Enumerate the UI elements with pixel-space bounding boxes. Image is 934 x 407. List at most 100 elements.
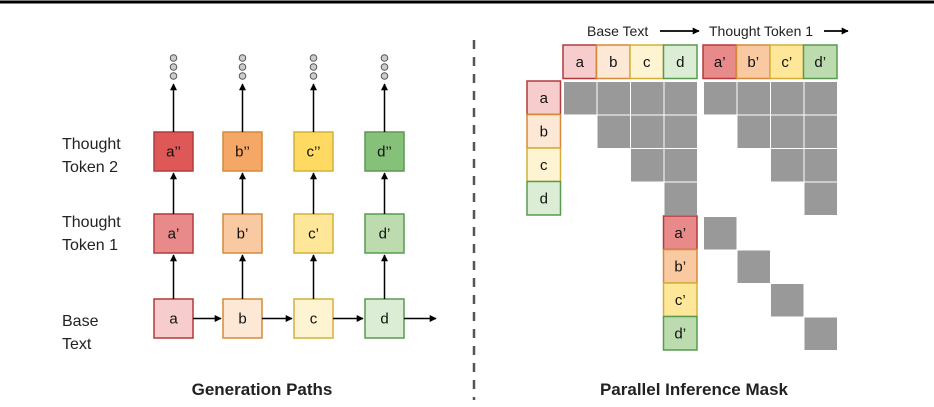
base-token-b: b (222, 298, 263, 339)
continuation-dot-a-1 (169, 63, 178, 71)
row-label-base-text: Base Text (62, 313, 103, 353)
thought1-token-b: b’ (222, 213, 263, 254)
continuation-dot-d-2 (380, 72, 389, 80)
base-token-d: d (364, 298, 405, 339)
mask-row-base-c: c (526, 147, 562, 183)
base-token-a: a (153, 298, 194, 339)
continuation-dot-a-2 (169, 72, 178, 80)
mask-col-base-d-box (662, 44, 698, 80)
mask-cell-thought-c-d (804, 149, 837, 182)
continuation-dot-c-0 (309, 54, 318, 62)
caption-generation-paths: Generation Paths (192, 380, 333, 399)
header-base-text: Base Text (587, 23, 648, 39)
parallel-inference-mask-panel: Base Text Thought Token 1 a a’ a a’ b b’ b b’ c c… (526, 23, 849, 399)
header-thought-token-1: Thought Token 1 (709, 23, 813, 39)
base-token-a-label: a (169, 311, 178, 328)
mask-col-base-c: c (629, 44, 665, 80)
mask-row-base-c-box (526, 147, 562, 183)
thought1-token-c: c’ (293, 213, 334, 254)
mask-row-base-b: b (526, 113, 562, 149)
continuation-dot-b-1 (238, 63, 247, 71)
thought2-token-a: a’’ (153, 131, 194, 172)
continuation-dot-c-2 (309, 72, 318, 80)
mask-col-base-a-box (562, 44, 598, 80)
thought2-token-a-label: a’’ (166, 144, 181, 161)
mask-col-thought-d-label: d’ (814, 54, 826, 71)
base-token-c: c (293, 298, 334, 339)
mask-col-thought-c: c’ (769, 44, 805, 80)
mask-col-thought-a-label: a’ (714, 54, 726, 71)
mask-cell-base-a-c (631, 82, 664, 115)
continuation-dot-d-1 (380, 63, 389, 71)
mask-cell-diag-a (704, 217, 737, 250)
token-columns: a a’ a’’ b b’ b’’ c c’ c’’ d d’ d’’ (153, 54, 437, 339)
row-label-thought-token-1: Thought Token 1 (62, 214, 125, 254)
mask-col-base-d: d (662, 44, 698, 80)
mask-col-thought-b-label: b’ (747, 54, 759, 71)
mask-row-base-a-label: a (540, 90, 549, 107)
row-label-thought-token-2: Thought Token 2 (62, 136, 125, 176)
base-token-d-label: d (380, 311, 388, 328)
mask-cell-base-d-d (664, 182, 697, 215)
mask-col-thought-c-label: c’ (781, 54, 792, 71)
mask-col-thought-c-box (769, 44, 805, 80)
mask-matrix: a a’ a a’ b b’ b b’ c c’ c c’ d d’ d d’ (526, 44, 838, 351)
mask-cell-diag-b (737, 250, 770, 283)
thought2-token-b: b’’ (222, 131, 263, 172)
mask-cell-thought-a-c (771, 82, 804, 115)
thought2-token-c-box (293, 131, 334, 172)
mask-col-base-a-label: a (576, 54, 585, 71)
thought1-token-b-box (222, 213, 263, 254)
mask-cell-thought-b-b (737, 115, 770, 148)
base-token-b-label: b (238, 311, 246, 328)
thought2-token-c: c’’ (293, 131, 334, 172)
mask-cell-base-c-d (664, 149, 697, 182)
mask-cell-diag-d (804, 317, 837, 350)
mask-cell-base-c-c (631, 149, 664, 182)
mask-row-base-c-label: c (540, 157, 548, 174)
mask-row-thought-b-box (662, 248, 698, 284)
mask-row-base-b-label: b (540, 123, 548, 140)
mask-row-thought-d-label: d’ (674, 325, 686, 342)
thought1-token-d: d’ (364, 213, 405, 254)
mask-row-thought-a-box (662, 215, 698, 251)
thought1-token-d-label: d’ (379, 226, 391, 243)
mask-row-thought-c-label: c’ (675, 292, 686, 309)
mask-cell-base-b-d (664, 115, 697, 148)
mask-cell-thought-a-a (704, 82, 737, 115)
mask-cell-thought-b-d (804, 115, 837, 148)
mask-row-thought-a-label: a’ (674, 225, 686, 242)
mask-col-base-b-label: b (609, 54, 617, 71)
mask-cell-base-a-d (664, 82, 697, 115)
thought1-token-b-label: b’ (237, 226, 249, 243)
mask-col-thought-b: b’ (735, 44, 771, 80)
mask-row-thought-b: b’ (662, 248, 698, 284)
mask-cell-thought-a-d (804, 82, 837, 115)
mask-cell-base-b-b (597, 115, 630, 148)
mask-col-base-d-label: d (676, 54, 684, 71)
mask-row-base-d: d (526, 180, 562, 216)
mask-col-thought-d: d’ (802, 44, 838, 80)
thought2-token-d: d’’ (364, 131, 405, 172)
mask-col-base-b: b (595, 44, 631, 80)
continuation-dot-d-0 (380, 54, 389, 62)
mask-col-thought-a: a’ (702, 44, 738, 80)
mask-row-thought-a: a’ (662, 215, 698, 251)
thought1-token-c-box (293, 213, 334, 254)
thought2-token-d-label: d’’ (377, 144, 392, 161)
continuation-dot-c-1 (309, 63, 318, 71)
thought2-token-b-box (222, 131, 263, 172)
mask-cell-base-a-b (597, 82, 630, 115)
thought1-token-c-label: c’ (308, 226, 319, 243)
mask-row-thought-b-label: b’ (674, 258, 686, 275)
thought1-token-a-label: a’ (168, 226, 180, 243)
mask-row-thought-c: c’ (662, 282, 698, 318)
mask-cell-base-b-c (631, 115, 664, 148)
mask-cell-thought-c-c (771, 149, 804, 182)
mask-cell-thought-b-c (771, 115, 804, 148)
continuation-dot-b-0 (238, 54, 247, 62)
mask-col-thought-b-box (735, 44, 771, 80)
thought1-token-d-box (364, 213, 405, 254)
caption-parallel-inference-mask: Parallel Inference Mask (600, 380, 789, 399)
mask-row-thought-d: d’ (662, 315, 698, 351)
